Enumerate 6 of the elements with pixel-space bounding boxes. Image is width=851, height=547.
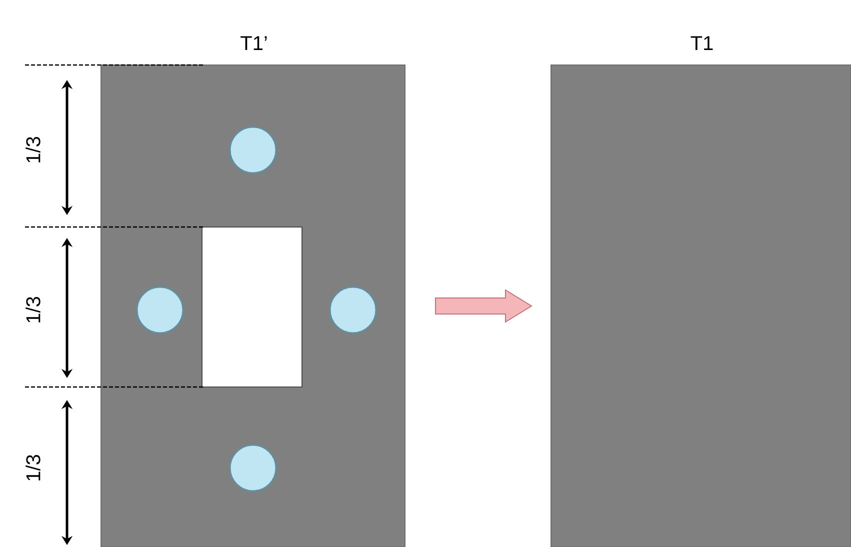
dimension-label: 1/3 [26, 454, 40, 480]
dimension-label: 1/3 [26, 296, 40, 322]
block-arrow [435, 289, 532, 323]
plate-title: T1 [690, 36, 713, 50]
plate-title: T1’ [240, 36, 267, 50]
dimension-label: 1/3 [26, 136, 40, 162]
